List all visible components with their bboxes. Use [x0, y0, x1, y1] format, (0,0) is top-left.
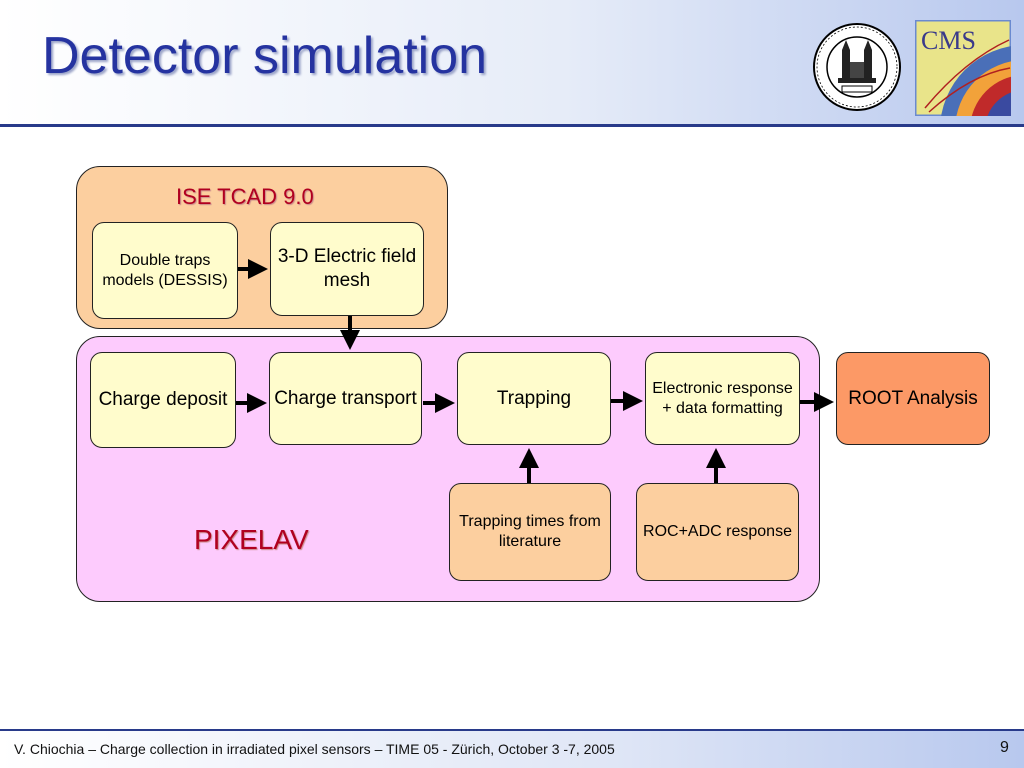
cms-logo-graphic	[915, 20, 1011, 116]
root-analysis-text: ROOT Analysis	[848, 387, 978, 409]
cms-logo-text: CMS	[921, 26, 976, 55]
slide-footer	[0, 731, 1024, 768]
electronic-response-text: Electronic response + data formatting	[652, 379, 793, 417]
university-seal-icon	[813, 23, 901, 111]
electric-field-box: 3-D Electric field mesh	[270, 222, 424, 316]
double-traps-text: Double traps models (DESSIS)	[102, 251, 228, 289]
trapping-text: Trapping	[496, 387, 572, 409]
double-traps-box: Double traps models (DESSIS)	[92, 222, 238, 319]
header-divider	[0, 124, 1024, 127]
root-analysis-box: ROOT Analysis	[836, 352, 990, 445]
roc-adc-box: ROC+ADC response	[636, 483, 799, 581]
footer-citation: V. Chiochia – Charge collection in irrad…	[14, 741, 615, 757]
trapping-box: Trapping	[457, 352, 611, 445]
page-number: 9	[1000, 739, 1009, 756]
trapping-times-box: Trapping times from literature	[449, 483, 611, 581]
tcad-group-label: ISE TCAD 9.0	[176, 184, 314, 209]
charge-deposit-box: Charge deposit	[90, 352, 236, 448]
charge-deposit-text: Charge deposit	[98, 389, 228, 411]
electronic-response-box: Electronic response + data formatting	[645, 352, 800, 445]
trapping-times-text: Trapping times from literature	[459, 513, 601, 550]
pixelav-group-label: PIXELAV	[194, 524, 309, 555]
electric-field-text: 3-D Electric field mesh	[277, 246, 417, 291]
charge-transport-box: Charge transport	[269, 352, 422, 445]
roc-adc-text: ROC+ADC response	[643, 523, 792, 540]
charge-transport-text: Charge transport	[274, 387, 417, 409]
cms-logo: CMS	[915, 20, 1011, 116]
slide-title: Detector simulation	[42, 27, 488, 85]
footer-divider	[0, 729, 1024, 731]
